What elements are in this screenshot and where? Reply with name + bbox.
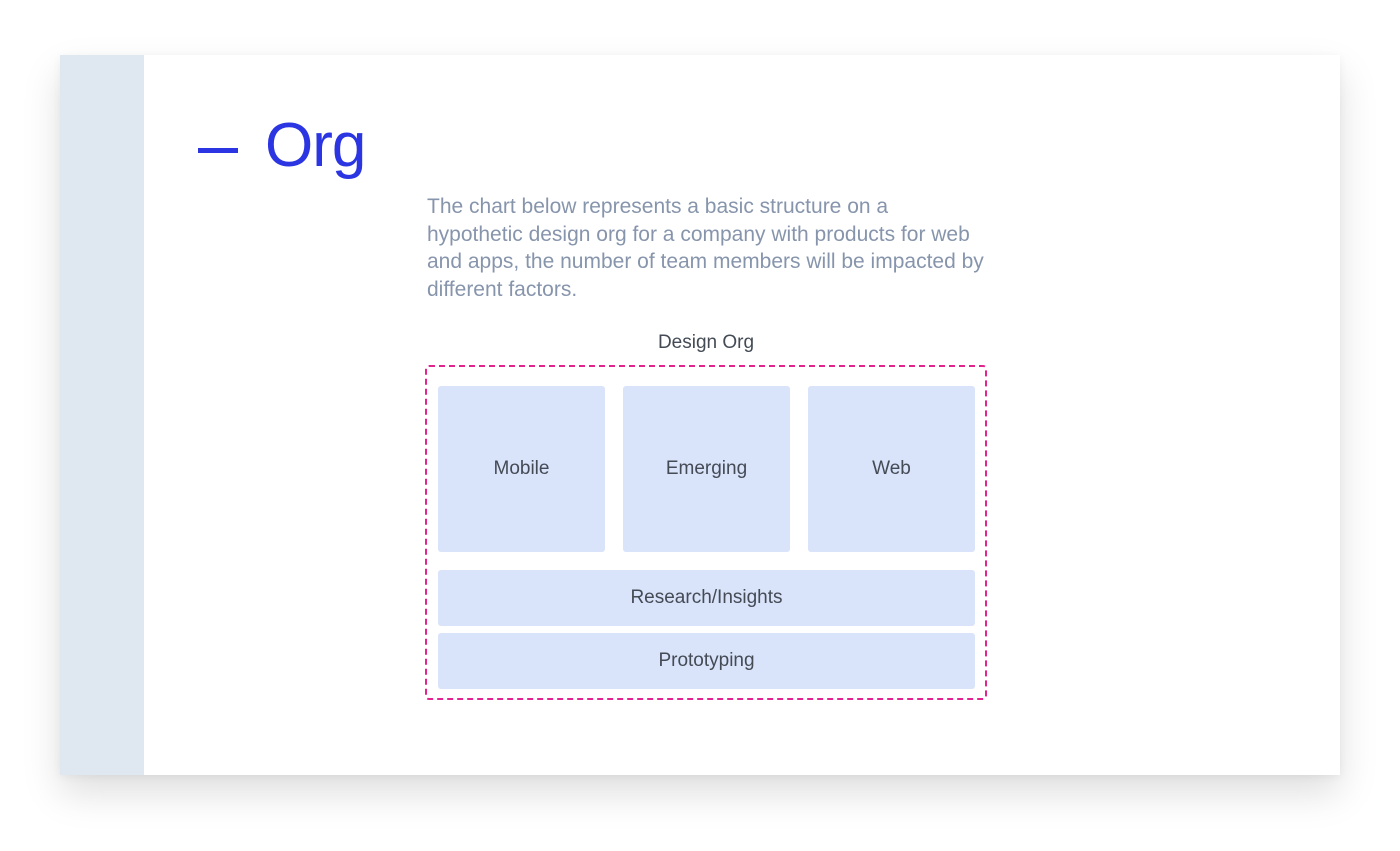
unit-web: Web xyxy=(808,386,975,552)
title-dash xyxy=(198,148,238,153)
slide-description: The chart below represents a basic struc… xyxy=(427,195,984,301)
page-title: Org xyxy=(265,111,366,180)
org-chart-title: Design Org xyxy=(657,332,755,353)
side-band xyxy=(60,55,144,775)
unit-prototyping: Prototyping xyxy=(438,633,975,689)
unit-research-insights: Research/Insights xyxy=(438,570,975,626)
unit-emerging: Emerging xyxy=(623,386,790,552)
slide: Org The chart below represents a basic s… xyxy=(60,55,1340,775)
unit-mobile: Mobile xyxy=(438,386,605,552)
org-chart-container: Mobile Emerging Web Research/Insights Pr… xyxy=(425,365,987,700)
